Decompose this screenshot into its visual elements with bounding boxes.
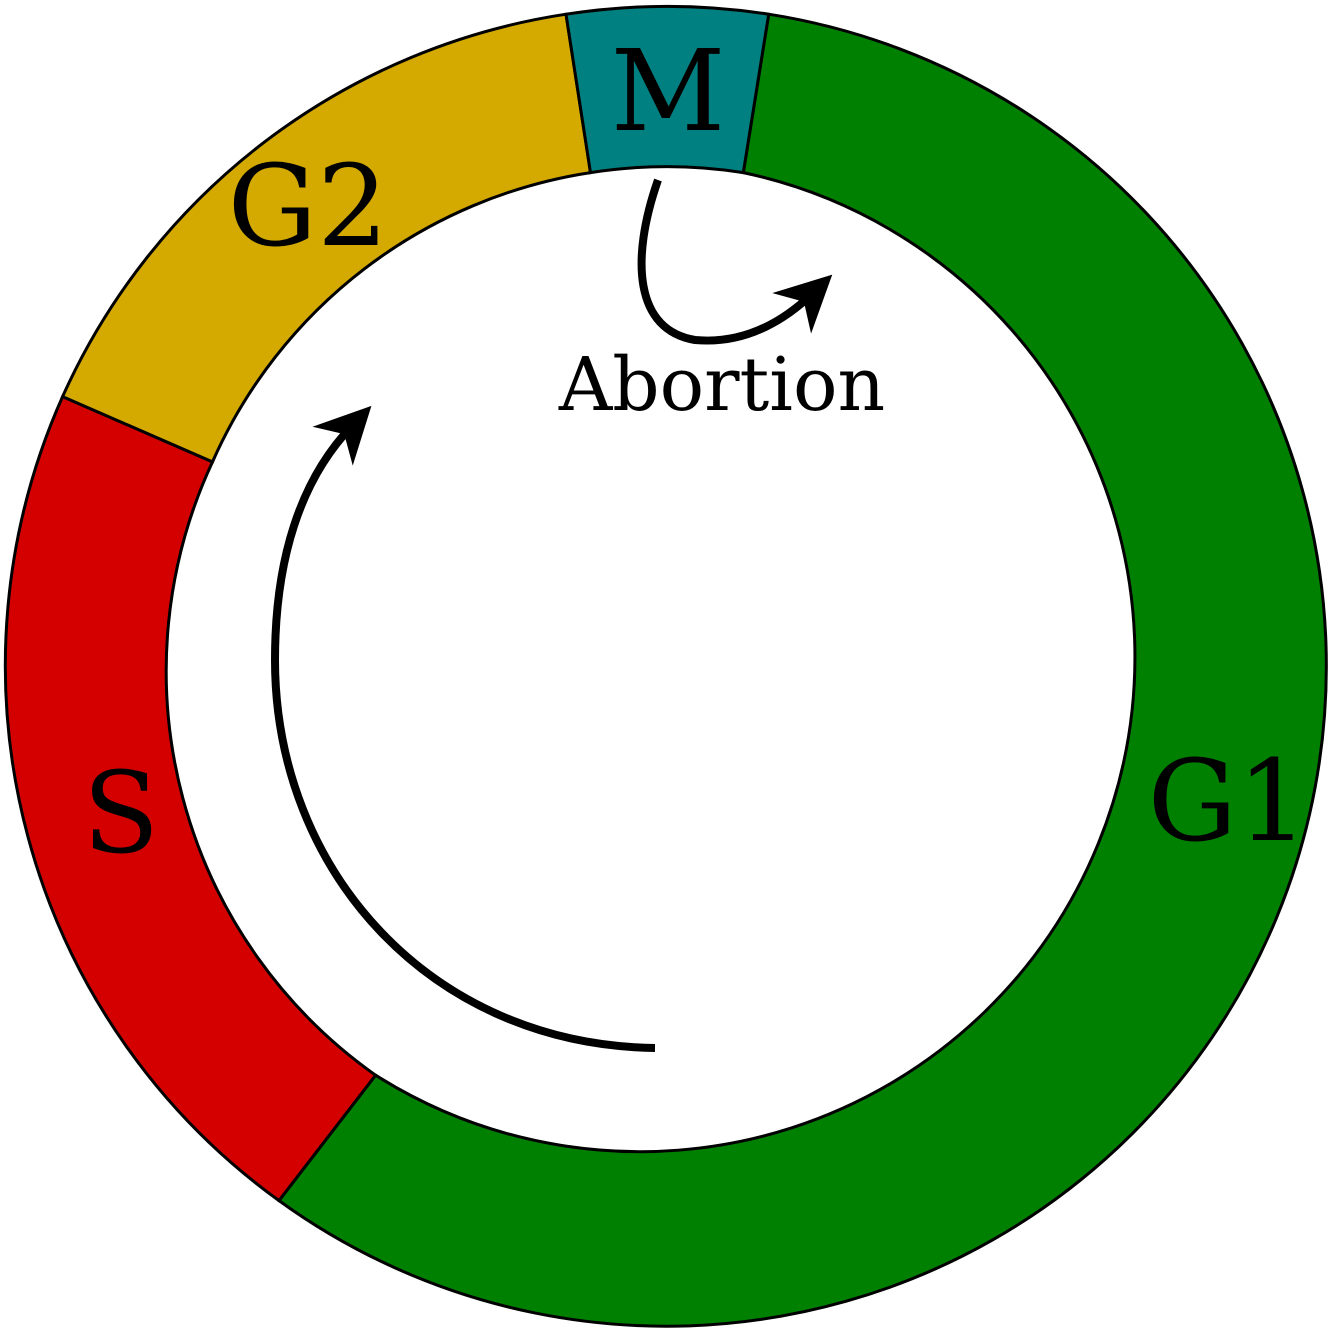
cycle-arrows — [270, 178, 833, 1052]
phase-label-g1: G1 — [1148, 737, 1309, 867]
phase-label-g2: G2 — [228, 142, 389, 272]
phase-label-m: M — [611, 27, 726, 157]
phase-label-s: S — [83, 749, 160, 879]
cycle-progression-arrow — [270, 405, 656, 1052]
cell-cycle-ring — [3, 4, 1328, 1328]
abortion-label: Abortion — [558, 342, 885, 428]
phase-segment-g1 — [276, 12, 1328, 1328]
phase-labels: M G2 S G1 — [83, 27, 1309, 879]
abortion-arrow — [637, 178, 833, 345]
phase-segment-s — [3, 394, 378, 1203]
phase-segment-m — [564, 4, 771, 175]
